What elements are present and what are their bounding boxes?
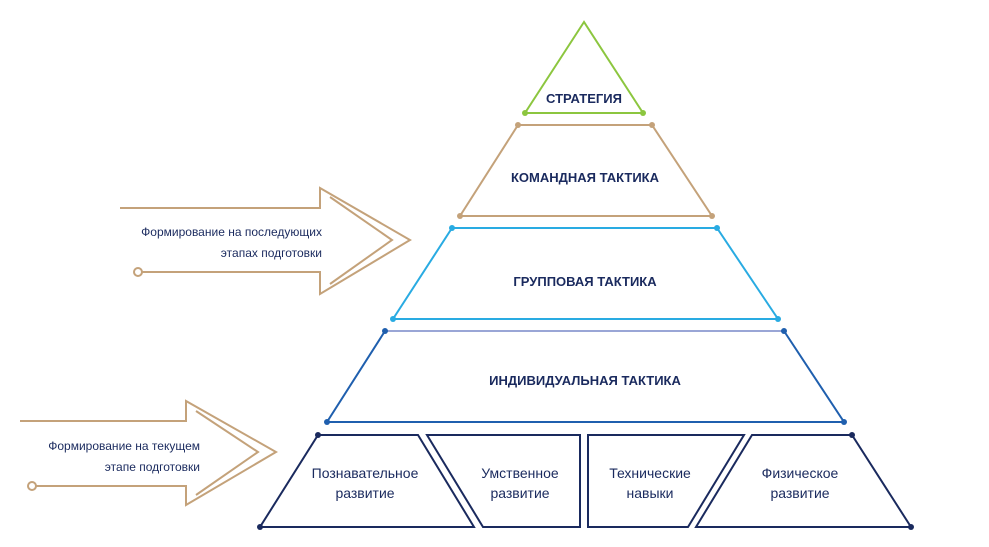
individual-tactics-tier (325, 330, 846, 423)
strategy-tier (523, 20, 645, 114)
group-tactics-label: ГРУППОВАЯ ТАКТИКА (513, 274, 657, 289)
strategy-label: СТРАТЕГИЯ (546, 91, 622, 106)
individual-tactics-label: ИНДИВИДУАЛЬНАЯ ТАКТИКА (489, 373, 681, 388)
arrow-current-stage (20, 399, 278, 507)
arrow-later-stages (120, 186, 412, 296)
base-tier (258, 434, 913, 528)
team-tactics-label: КОМАНДНАЯ ТАКТИКА (510, 170, 660, 185)
